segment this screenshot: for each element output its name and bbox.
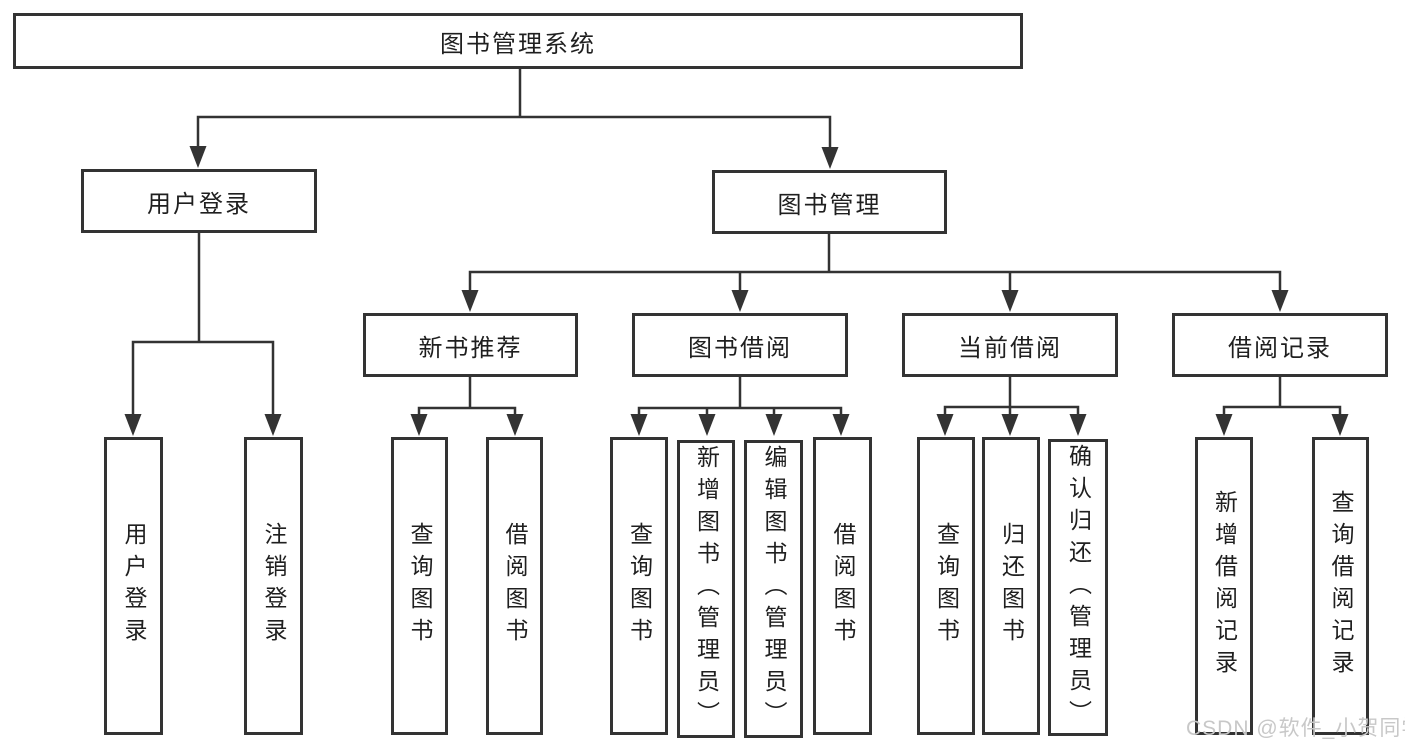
arrowheads (124, 146, 1349, 436)
leaf-newbook-query: 查询图书 (391, 437, 448, 735)
leaf-label: 借阅图书 (830, 522, 856, 650)
node-library-management-system: 图书管理系统 (13, 13, 1023, 69)
node-book-management: 图书管理 (712, 170, 947, 234)
leaf-record-query: 查询借阅记录 (1312, 437, 1369, 735)
leaf-user-login: 用户登录 (104, 437, 163, 735)
leaf-label: 查询借阅记录 (1328, 490, 1354, 682)
node-borrowing-records: 借阅记录 (1172, 313, 1388, 377)
leaf-label: 查询图书 (626, 522, 653, 650)
node-book-borrowing: 图书借阅 (632, 313, 848, 377)
leaf-label: 编辑图书（管理员） (761, 445, 787, 733)
node-new-book-recommend: 新书推荐 (363, 313, 578, 377)
leaf-borrow-query: 查询图书 (610, 437, 668, 735)
watermark: CSDN @软件_小贺同学 (1186, 717, 1405, 740)
leaf-label: 新增借阅记录 (1211, 490, 1238, 682)
leaf-label: 查询图书 (933, 522, 960, 650)
leaf-label: 用户登录 (121, 522, 147, 650)
leaf-borrow-borrow: 借阅图书 (813, 437, 872, 735)
leaf-logout: 注销登录 (244, 437, 303, 735)
leaf-label: 新增图书（管理员） (693, 445, 720, 733)
leaf-current-confirm-admin: 确认归还（管理员） (1048, 439, 1108, 736)
leaf-borrow-add-admin: 新增图书（管理员） (677, 440, 735, 738)
leaf-record-add: 新增借阅记录 (1195, 437, 1253, 735)
leaf-label: 归还图书 (998, 522, 1025, 650)
leaf-newbook-borrow: 借阅图书 (486, 437, 543, 735)
leaf-label: 查询图书 (407, 522, 433, 650)
leaf-current-query: 查询图书 (917, 437, 975, 735)
leaf-label: 注销登录 (261, 522, 287, 650)
node-user-login: 用户登录 (81, 169, 317, 233)
leaf-current-return: 归还图书 (982, 437, 1040, 735)
leaf-borrow-edit-admin: 编辑图书（管理员） (744, 440, 803, 738)
node-current-borrowing: 当前借阅 (902, 313, 1118, 377)
leaf-label: 借阅图书 (502, 522, 528, 650)
leaf-label: 确认归还（管理员） (1065, 443, 1092, 732)
